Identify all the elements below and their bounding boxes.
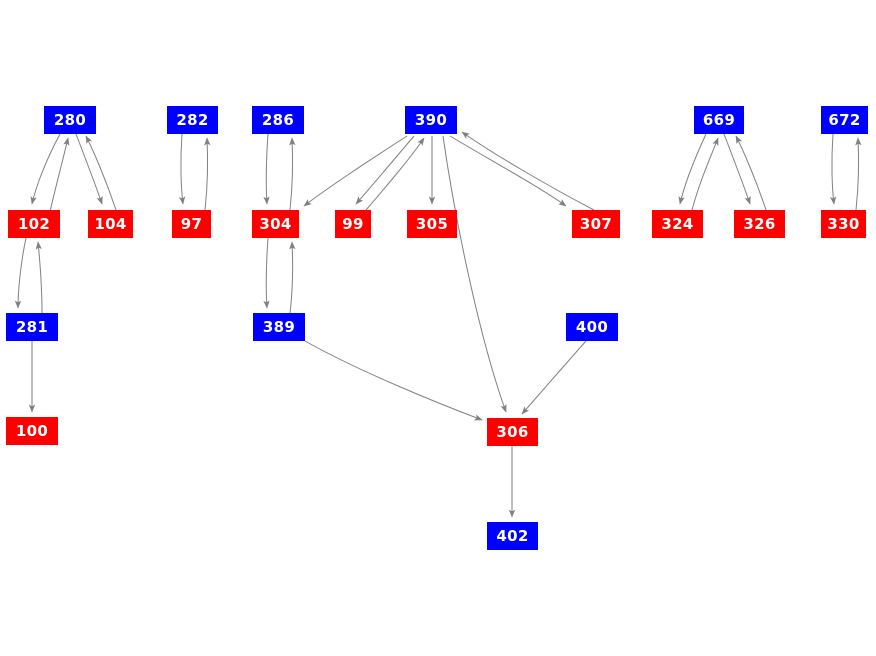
graph-node-286[interactable]: 286 (252, 106, 304, 134)
graph-node-324[interactable]: 324 (652, 210, 703, 238)
graph-node-282[interactable]: 282 (167, 106, 218, 134)
graph-node-label: 304 (259, 214, 292, 233)
graph-node-304[interactable]: 304 (252, 210, 299, 238)
graph-node-label: 390 (414, 110, 448, 129)
graph-node-label: 104 (94, 214, 127, 233)
graph-node-100[interactable]: 100 (6, 417, 58, 445)
graph-node-99[interactable]: 99 (335, 210, 371, 238)
graph-node-label: 282 (176, 110, 209, 129)
graph-node-label: 402 (496, 526, 529, 545)
graph-node-104[interactable]: 104 (88, 210, 133, 238)
graph-node-672[interactable]: 672 (821, 106, 868, 134)
graph-node-label: 97 (180, 214, 203, 233)
graph-node-326[interactable]: 326 (734, 210, 785, 238)
graph-node-389[interactable]: 389 (253, 313, 305, 341)
graph-node-305[interactable]: 305 (407, 210, 457, 238)
graph-node-label: 400 (575, 317, 609, 336)
graph-node-400[interactable]: 400 (566, 313, 618, 341)
graph-node-102[interactable]: 102 (8, 210, 60, 238)
graph-node-label: 672 (828, 110, 861, 129)
graph-node-label: 102 (17, 214, 51, 233)
graph-node-label: 326 (743, 214, 776, 233)
graph-node-label: 307 (579, 214, 613, 233)
graph-node-330[interactable]: 330 (821, 210, 866, 238)
graph-node-label: 306 (496, 422, 529, 441)
graph-node-390[interactable]: 390 (405, 106, 457, 134)
graph-node-281[interactable]: 281 (6, 313, 58, 341)
graph-node-label: 100 (15, 421, 49, 440)
graph-node-402[interactable]: 402 (487, 522, 538, 550)
graph-node-label: 389 (262, 317, 296, 336)
graph-node-label: 99 (342, 214, 364, 233)
graph-node-label: 305 (415, 214, 449, 233)
graph-node-label: 324 (661, 214, 694, 233)
graph-node-280[interactable]: 280 (44, 106, 96, 134)
graph-node-label: 280 (53, 110, 87, 129)
graph-node-label: 281 (15, 317, 49, 336)
graph-node-97[interactable]: 97 (172, 210, 211, 238)
graph-node-669[interactable]: 669 (694, 106, 744, 134)
graph-node-307[interactable]: 307 (572, 210, 620, 238)
graph-node-label: 330 (827, 214, 860, 233)
graph-node-label: 669 (702, 110, 736, 129)
graph-node-306[interactable]: 306 (487, 418, 538, 446)
graph-node-label: 286 (261, 110, 295, 129)
